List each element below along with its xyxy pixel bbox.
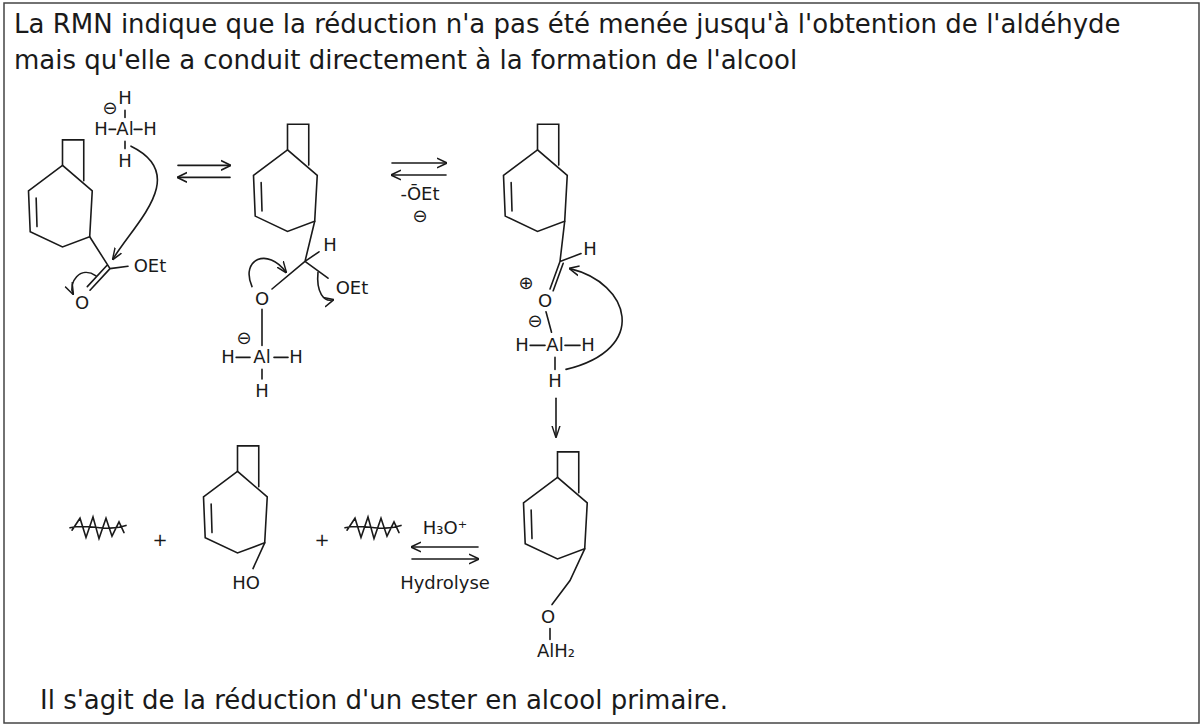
- curved-arrow: [72, 272, 96, 293]
- atom-label: H: [289, 348, 303, 366]
- conclusion-text: Il s'agit de la réduction d'un ester en …: [40, 682, 1190, 718]
- atom-label: H: [515, 336, 529, 354]
- bond-lines: [236, 221, 328, 379]
- curved-arrow: [318, 272, 333, 300]
- atom-label: Al: [546, 336, 563, 354]
- bicyclic-skeleton: [254, 124, 318, 231]
- equilibrium-arrow: [412, 558, 478, 560]
- bond-lines: [530, 221, 581, 369]
- atom-label: O: [75, 294, 89, 312]
- atom-label: Al: [253, 348, 270, 366]
- atom-label: O: [538, 292, 552, 310]
- atom-label: H: [118, 89, 132, 107]
- equilibrium-arrow: [178, 165, 230, 167]
- curved-arrow: [566, 269, 622, 370]
- atom-label: OEt: [336, 279, 369, 297]
- equilibrium-arrow: [392, 162, 446, 164]
- atom-label: O: [541, 608, 555, 626]
- atom-label: O: [255, 290, 269, 308]
- bicyclic-skeleton: [504, 124, 568, 231]
- reagent-label: H₃O⁺: [423, 519, 467, 537]
- note-text: La RMN indique que la réduction n'a pas …: [14, 6, 1190, 78]
- frame: [4, 3, 1199, 723]
- bond-lines: [550, 549, 585, 640]
- bicyclic-skeleton: [524, 452, 588, 559]
- plus-sign: +: [314, 531, 329, 549]
- atom-label: H: [583, 240, 597, 258]
- equilibrium-arrow: [392, 174, 446, 176]
- atom-label: H: [323, 236, 337, 254]
- reaction-arrow: [555, 398, 557, 436]
- charge-sign: ⊖: [236, 329, 251, 347]
- step-label: Hydrolyse: [400, 574, 490, 592]
- plus-sign: +: [152, 531, 167, 549]
- atom-label: Al: [116, 120, 133, 138]
- atom-label: H: [118, 152, 132, 170]
- charge-sign: ⊖: [412, 207, 427, 225]
- charge-sign: ⊖: [102, 99, 117, 117]
- curved-arrow: [113, 146, 157, 259]
- curved-arrow: [249, 258, 286, 286]
- atom-label: OEt: [134, 257, 167, 275]
- atom-label: H: [221, 348, 235, 366]
- atom-label: H: [548, 372, 562, 390]
- bond-lines: [253, 543, 265, 569]
- charge-sign: ⊕: [518, 274, 533, 292]
- equilibrium-arrow: [178, 177, 230, 179]
- crossed-out-scribble: [345, 517, 401, 539]
- bicyclic-skeleton: [204, 446, 268, 553]
- equilibrium-arrow: [412, 546, 478, 548]
- crossed-out-scribble: [70, 517, 126, 539]
- bicyclic-skeleton: [29, 140, 93, 247]
- atom-label: H: [581, 336, 595, 354]
- atom-label: H: [255, 382, 269, 400]
- atom-label: HO: [232, 574, 260, 592]
- leaving-group-label: -ŌEt: [400, 185, 439, 203]
- charge-sign: ⊖: [527, 312, 542, 330]
- atom-label: H: [143, 120, 157, 138]
- atom-label: AlH₂: [537, 642, 575, 660]
- atom-label: H: [94, 120, 108, 138]
